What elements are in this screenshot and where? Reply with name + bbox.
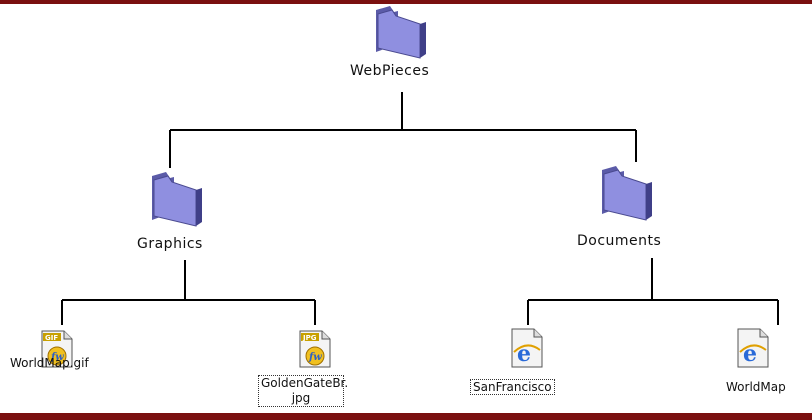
html-file-icon: e <box>737 328 769 368</box>
documents-folder[interactable] <box>596 164 660 224</box>
svg-text:fw: fw <box>50 352 64 363</box>
file-label: WorldMap <box>726 380 786 394</box>
root-folder-label: WebPieces <box>350 63 430 79</box>
graphics-folder[interactable] <box>146 170 210 230</box>
file-label-line2: jpg <box>291 391 311 405</box>
svg-text:fw: fw <box>308 352 322 363</box>
gif-file-icon: GIF fw <box>41 330 73 368</box>
html-file-icon: e <box>511 328 543 368</box>
file-label: WorldMap.gif <box>10 356 89 370</box>
jpg-file-icon: JPG fw <box>299 330 331 368</box>
folder-icon <box>376 6 426 59</box>
folder-icon <box>602 166 652 221</box>
jpg-badge: JPG <box>302 334 317 342</box>
bottom-frame-bar <box>0 413 812 420</box>
top-frame-bar <box>0 0 812 4</box>
file-sanfrancisco[interactable]: e <box>510 328 544 368</box>
file-worldmap-gif[interactable]: GIF fw <box>40 330 74 368</box>
file-label-line1: GoldenGateBr. <box>261 376 349 390</box>
folder-icon <box>152 172 202 227</box>
file-label-selected: SanFrancisco <box>470 379 555 395</box>
root-folder[interactable] <box>368 4 432 60</box>
file-label-selected: GoldenGateBr. jpg <box>258 375 349 407</box>
file-goldengate-jpg[interactable]: JPG fw <box>298 330 332 368</box>
gif-badge: GIF <box>45 334 58 342</box>
documents-folder-label: Documents <box>577 233 662 249</box>
graphics-folder-label: Graphics <box>137 236 203 252</box>
file-worldmap[interactable]: e <box>736 328 770 368</box>
